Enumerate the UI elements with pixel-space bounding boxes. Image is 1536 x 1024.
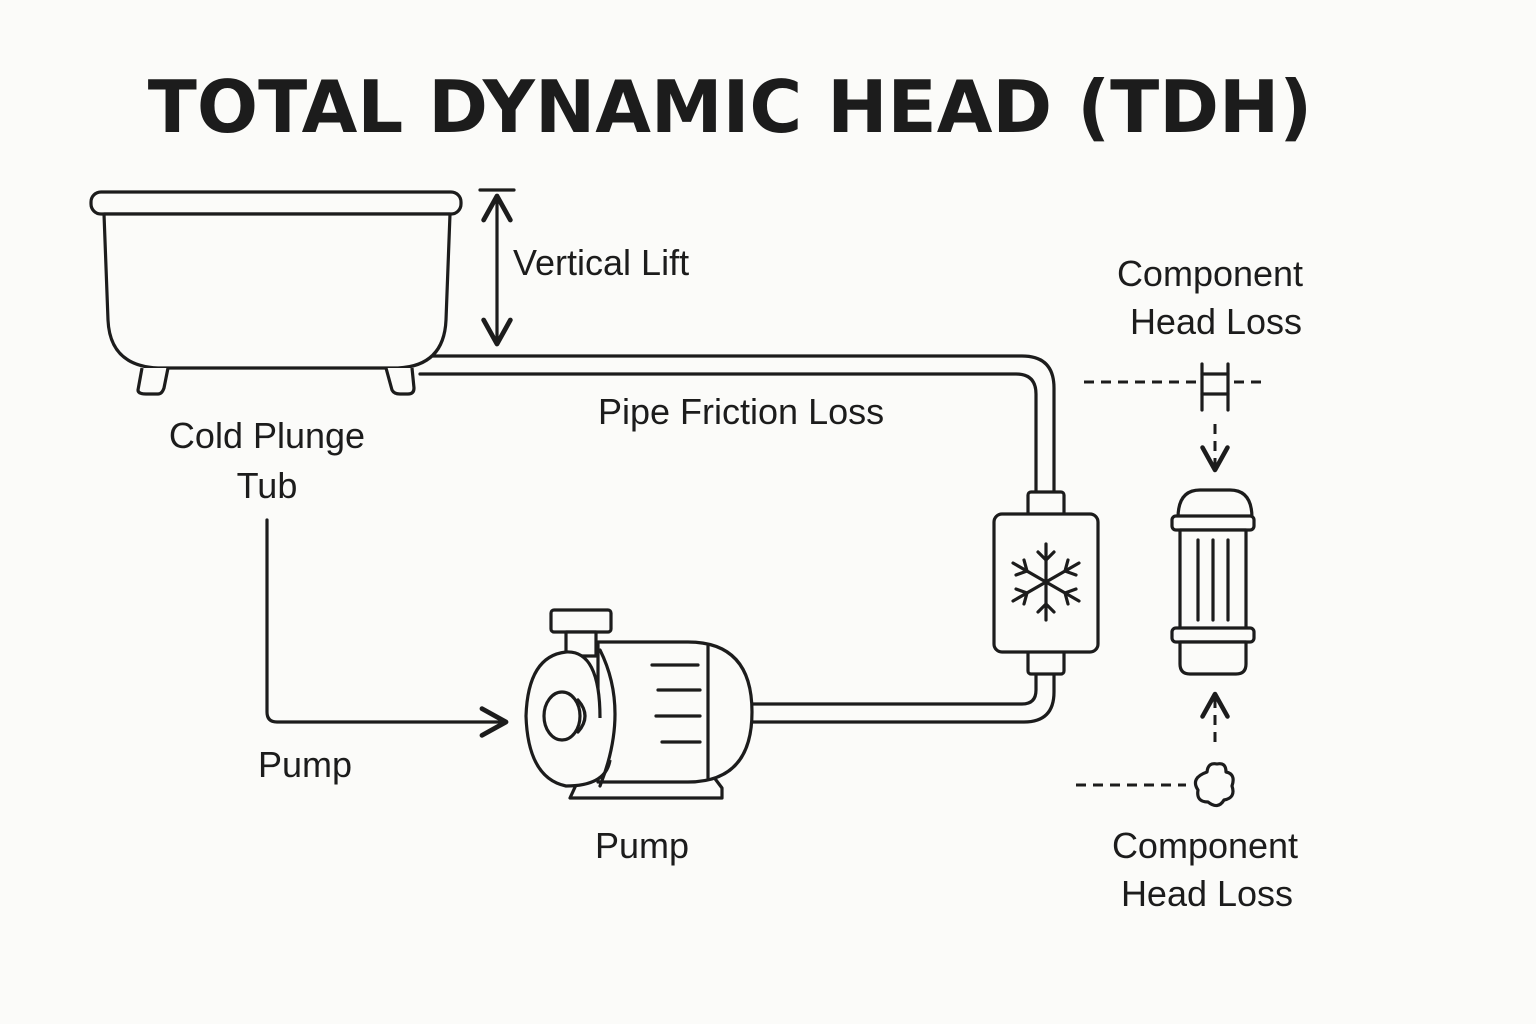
suction-arrow: [265, 518, 509, 738]
supply-pipe: [418, 354, 1056, 496]
diagram-title: TOTAL DYNAMIC HEAD (TDH): [148, 65, 1312, 149]
valve-icon: [1084, 362, 1262, 412]
snowflake-icon: [1011, 542, 1081, 622]
component-bottom-label-line1: Component: [1112, 825, 1298, 866]
tub-label-line2: Tub: [237, 465, 298, 506]
vertical-lift-dimension: [478, 188, 516, 347]
chiller-icon: [992, 490, 1100, 676]
tub-label-line1: Cold Plunge: [169, 415, 365, 456]
component-top-label-line1: Component: [1117, 253, 1303, 294]
tub-icon: [89, 190, 463, 396]
fitting-icon: [1076, 762, 1235, 808]
pipe-friction-loss-label: Pipe Friction Loss: [598, 391, 884, 432]
return-pipe: [748, 668, 1056, 724]
pump-side-label: Pump: [258, 744, 352, 785]
pump-icon: [524, 608, 754, 800]
filter-icon: [1170, 488, 1256, 676]
component-bottom-label-line2: Head Loss: [1121, 873, 1293, 914]
pump-label: Pump: [595, 825, 689, 866]
component-top-label-line2: Head Loss: [1130, 301, 1302, 342]
vertical-lift-label: Vertical Lift: [513, 242, 689, 283]
